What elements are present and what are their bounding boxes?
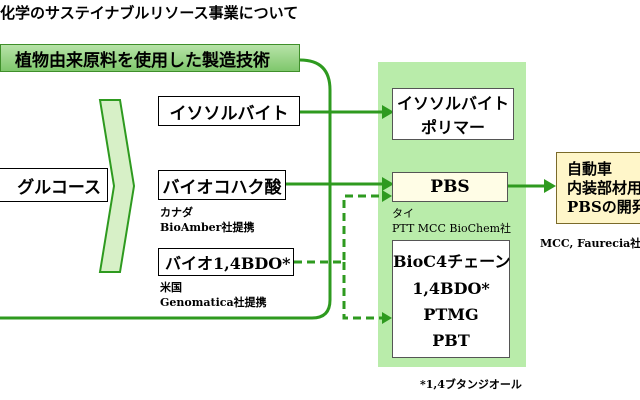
automotive-line1: 自動車 xyxy=(567,159,613,178)
tech-frame xyxy=(0,58,332,320)
bio-succinic-acid-label: バイオコハク酸 xyxy=(162,177,282,198)
isosorbide-polymer-line2: ポリマー xyxy=(420,118,485,137)
glucose-box: グルコース xyxy=(0,168,108,202)
bioacid-partner: BioAmber社提携 xyxy=(160,221,255,234)
bio-succinic-acid-box: バイオコハク酸 xyxy=(158,170,286,200)
automotive-line3: PBSの開発 xyxy=(567,197,640,216)
isosorbide-box: イソソルバイト xyxy=(158,96,300,126)
bioc4-pbt: PBT xyxy=(432,330,470,350)
bdo-partner-note: 米国 Genomatica社提携 xyxy=(160,280,267,310)
isosorbide-polymer-box: イソソルバイト ポリマー xyxy=(392,88,514,140)
bioacid-country: カナダ xyxy=(160,206,193,219)
bioc4-box: BioC4チェーン 1,4BDO* PTMG PBT xyxy=(392,240,510,358)
bioc4-title: BioC4チェーン xyxy=(393,252,511,272)
automotive-line2: 内装部材用 xyxy=(567,178,640,197)
pbs-partner: PTT MCC BioChem社 xyxy=(392,222,512,235)
bioacid-partner-note: カナダ BioAmber社提携 xyxy=(160,205,254,235)
glucose-label: グルコース xyxy=(17,177,101,198)
bio-bdo-label: バイオ1,4BDO* xyxy=(165,254,291,273)
bioc4-ptmg: PTMG xyxy=(423,304,479,324)
dashed-bdo xyxy=(294,194,382,264)
pbs-country: タイ xyxy=(392,207,414,220)
technology-banner: 植物由来原料を使用した製造技術 xyxy=(0,44,300,72)
chevron-shape xyxy=(98,99,136,273)
pbs-box: PBS xyxy=(392,172,508,202)
dashed-bdo-bioc4 xyxy=(342,262,382,320)
bdo-country: 米国 xyxy=(160,281,182,294)
automotive-box: 自動車 内装部材用 PBSの開発 xyxy=(556,152,640,224)
page-title: 化学のサステイナブルリソース事業について xyxy=(0,4,299,22)
footnote: *1,4ブタンジオール xyxy=(420,378,522,391)
isosorbide-label: イソソルバイト xyxy=(169,103,289,124)
bioc4-bdo: 1,4BDO* xyxy=(412,279,490,299)
pbs-label: PBS xyxy=(430,177,470,197)
pbs-partner-note: タイ PTT MCC BioChem社 xyxy=(392,206,511,236)
isosorbide-polymer-line1: イソソルバイト xyxy=(396,94,509,113)
bio-bdo-box: バイオ1,4BDO* xyxy=(158,248,294,276)
automotive-partner-note: MCC, Faurecia社提携 xyxy=(540,237,640,250)
bdo-partner: Genomatica社提携 xyxy=(160,296,267,309)
